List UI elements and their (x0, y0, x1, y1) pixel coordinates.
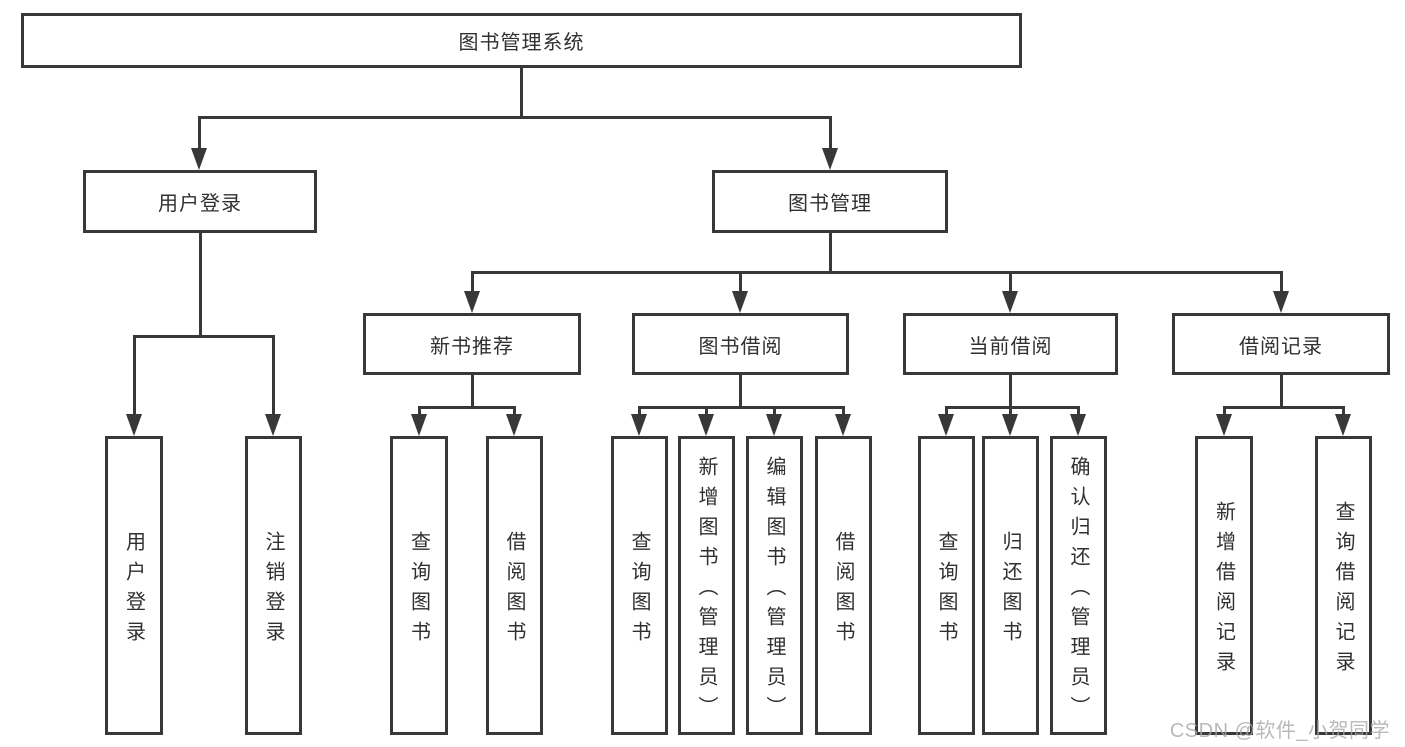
connector-root-arrowhead-2 (822, 148, 838, 170)
leaf-return-books-label: 归还图书 (999, 530, 1021, 651)
node-current-borrow-label: 当前借阅 (968, 335, 1053, 358)
leaf-add-books-admin: 新增图书（管理员） (678, 436, 735, 735)
node-user-login-label: 用户登录 (158, 193, 242, 215)
leaf-query-books-borrow-label: 查询图书 (628, 530, 650, 651)
leaf-logout-label: 注销登录 (262, 530, 284, 651)
leaf-confirm-return-admin: 确认归还（管理员） (1050, 436, 1107, 735)
leaf-borrow-books-recommend: 借阅图书 (486, 436, 543, 735)
connector-current-borrow-drop-1 (945, 407, 948, 420)
node-user-login: 用户登录 (83, 170, 317, 233)
connector-book-borrow-drop-4 (842, 407, 845, 420)
connector-current-borrow-arrowhead-2 (1002, 414, 1018, 436)
connector-user-login-arrowhead-2 (265, 414, 281, 436)
connector-current-borrow-stub (1009, 375, 1012, 407)
connector-user-login-bar (133, 335, 275, 338)
node-borrow-records: 借阅记录 (1172, 313, 1390, 375)
connector-book-borrow-drop-2 (705, 407, 708, 420)
connector-book-management-arrowhead-2 (732, 291, 748, 313)
connector-root-drop-2 (829, 117, 832, 154)
connector-book-management-drop-4 (1280, 272, 1283, 297)
connector-current-borrow-arrowhead-3 (1070, 414, 1086, 436)
connector-user-login-drop-1 (133, 336, 136, 420)
connector-book-management-drop-2 (739, 272, 742, 297)
connector-book-borrow-bar (638, 406, 845, 409)
leaf-query-borrow-record: 查询借阅记录 (1315, 436, 1372, 735)
leaf-query-borrow-record-label: 查询借阅记录 (1332, 500, 1354, 681)
connector-new-book-recommend-drop-2 (513, 407, 516, 420)
connector-current-borrow-arrowhead-1 (938, 414, 954, 436)
node-book-management-label: 图书管理 (788, 193, 872, 215)
leaf-borrow-books: 借阅图书 (815, 436, 872, 735)
leaf-query-books-recommend: 查询图书 (390, 436, 448, 735)
node-borrow-records-label: 借阅记录 (1239, 335, 1323, 358)
leaf-logout: 注销登录 (245, 436, 302, 735)
connector-book-management-drop-1 (471, 272, 474, 297)
leaf-edit-books-admin: 编辑图书（管理员） (746, 436, 803, 735)
connector-book-management-arrowhead-1 (464, 291, 480, 313)
connector-root-arrowhead-1 (191, 148, 207, 170)
connector-borrow-records-bar (1223, 406, 1345, 409)
connector-root-stub (520, 68, 523, 117)
connector-root-drop-1 (198, 117, 201, 154)
connector-current-borrow-drop-2 (1009, 407, 1012, 420)
leaf-query-books-current: 查询图书 (918, 436, 975, 735)
connector-borrow-records-drop-1 (1223, 407, 1226, 420)
connector-current-borrow-drop-3 (1077, 407, 1080, 420)
leaf-query-books-borrow: 查询图书 (611, 436, 668, 735)
leaf-user-login: 用户登录 (105, 436, 163, 735)
node-library-system: 图书管理系统 (21, 13, 1022, 68)
connector-current-borrow-bar (945, 406, 1080, 409)
connector-book-borrow-arrowhead-2 (698, 414, 714, 436)
node-book-borrow-label: 图书借阅 (698, 335, 783, 358)
connector-new-book-recommend-arrowhead-1 (411, 414, 427, 436)
leaf-user-login-label: 用户登录 (122, 530, 145, 651)
node-book-borrow: 图书借阅 (632, 313, 849, 375)
leaf-add-borrow-record-label: 新增借阅记录 (1212, 500, 1235, 681)
connector-new-book-recommend-drop-1 (418, 407, 421, 420)
connector-borrow-records-arrowhead-1 (1216, 414, 1232, 436)
leaf-query-books-recommend-label: 查询图书 (407, 530, 430, 651)
csdn-watermark: CSDN @软件_小贺同学 (1169, 720, 1390, 742)
connector-borrow-records-stub (1280, 375, 1283, 407)
connector-new-book-recommend-bar (418, 406, 516, 409)
connector-new-book-recommend-arrowhead-2 (506, 414, 522, 436)
leaf-add-borrow-record: 新增借阅记录 (1195, 436, 1253, 735)
node-current-borrow: 当前借阅 (903, 313, 1118, 375)
connector-new-book-recommend-stub (471, 375, 474, 407)
node-new-book-recommend-label: 新书推荐 (430, 335, 514, 358)
connector-book-borrow-drop-1 (638, 407, 641, 420)
leaf-query-books-current-label: 查询图书 (935, 530, 957, 651)
connector-book-management-drop-3 (1009, 272, 1012, 297)
connector-user-login-stub (199, 233, 202, 336)
connector-book-borrow-drop-3 (773, 407, 776, 420)
leaf-return-books: 归还图书 (982, 436, 1039, 735)
leaf-borrow-books-label: 借阅图书 (832, 530, 854, 651)
node-library-system-label: 图书管理系统 (458, 32, 585, 54)
connector-user-login-drop-2 (272, 336, 275, 420)
leaf-edit-books-admin-label: 编辑图书（管理员） (763, 455, 785, 726)
connector-borrow-records-arrowhead-2 (1335, 414, 1351, 436)
connector-book-borrow-arrowhead-1 (631, 414, 647, 436)
connector-root-bar (198, 116, 832, 119)
node-new-book-recommend: 新书推荐 (363, 313, 581, 375)
connector-book-borrow-arrowhead-3 (766, 414, 782, 436)
leaf-borrow-books-recommend-label: 借阅图书 (503, 530, 525, 651)
connector-book-management-stub (829, 233, 832, 272)
leaf-add-books-admin-label: 新增图书（管理员） (695, 455, 717, 726)
leaf-confirm-return-admin-label: 确认归还（管理员） (1067, 455, 1089, 726)
connector-book-borrow-arrowhead-4 (835, 414, 851, 436)
connector-book-management-bar (471, 271, 1283, 274)
connector-book-management-arrowhead-3 (1002, 291, 1018, 313)
connector-book-borrow-stub (739, 375, 742, 407)
connector-user-login-arrowhead-1 (126, 414, 142, 436)
connector-borrow-records-drop-2 (1342, 407, 1345, 420)
connector-book-management-arrowhead-4 (1273, 291, 1289, 313)
node-book-management: 图书管理 (712, 170, 948, 233)
